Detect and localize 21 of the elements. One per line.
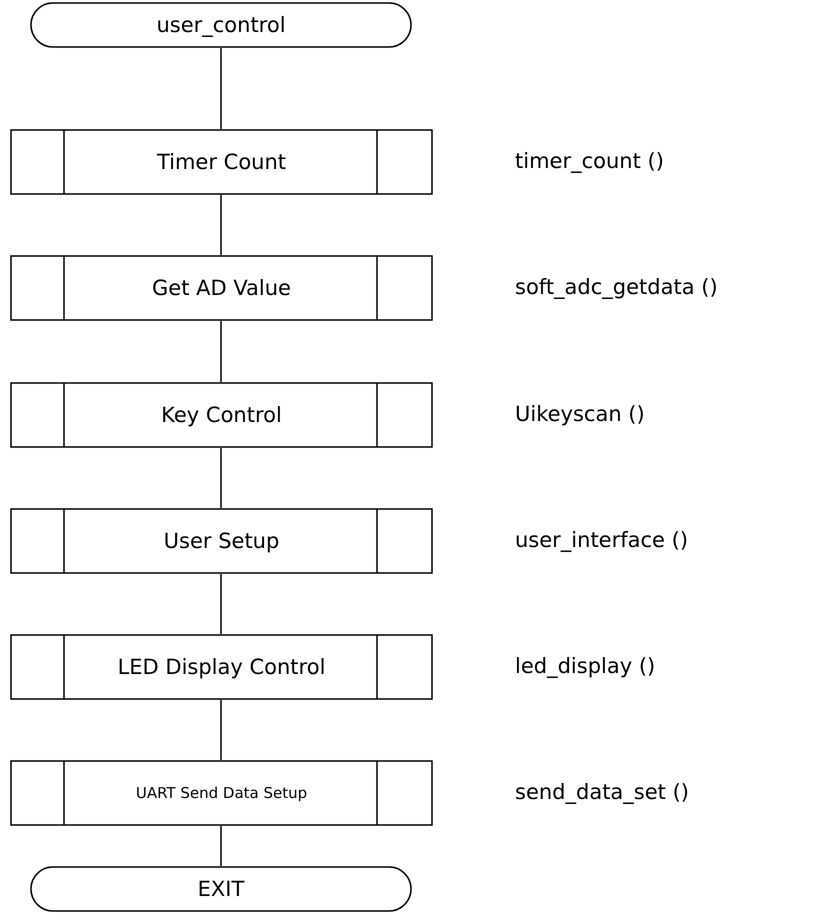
connector-line <box>220 826 222 866</box>
node-label: UART Send Data Setup <box>136 784 308 802</box>
connector-line <box>220 195 222 255</box>
node-label: EXIT <box>198 877 244 901</box>
function-name: led_display () <box>515 654 656 678</box>
node-label: User Setup <box>164 529 280 553</box>
function-name: send_data_set () <box>515 780 689 804</box>
node-label: user_control <box>156 13 286 37</box>
node-label: Get AD Value <box>152 276 291 300</box>
node-label: Timer Count <box>156 150 286 174</box>
connector-line <box>220 448 222 508</box>
node-label: LED Display Control <box>118 655 326 679</box>
function-name: soft_adc_getdata () <box>515 275 718 299</box>
function-name: Uikeyscan () <box>515 402 645 426</box>
node-label: Key Control <box>161 403 282 427</box>
function-name: user_interface () <box>515 528 688 552</box>
connector-line <box>220 700 222 760</box>
connector-line <box>220 48 222 129</box>
function-name: timer_count () <box>515 149 664 173</box>
connector-line <box>220 574 222 634</box>
connector-line <box>220 321 222 382</box>
